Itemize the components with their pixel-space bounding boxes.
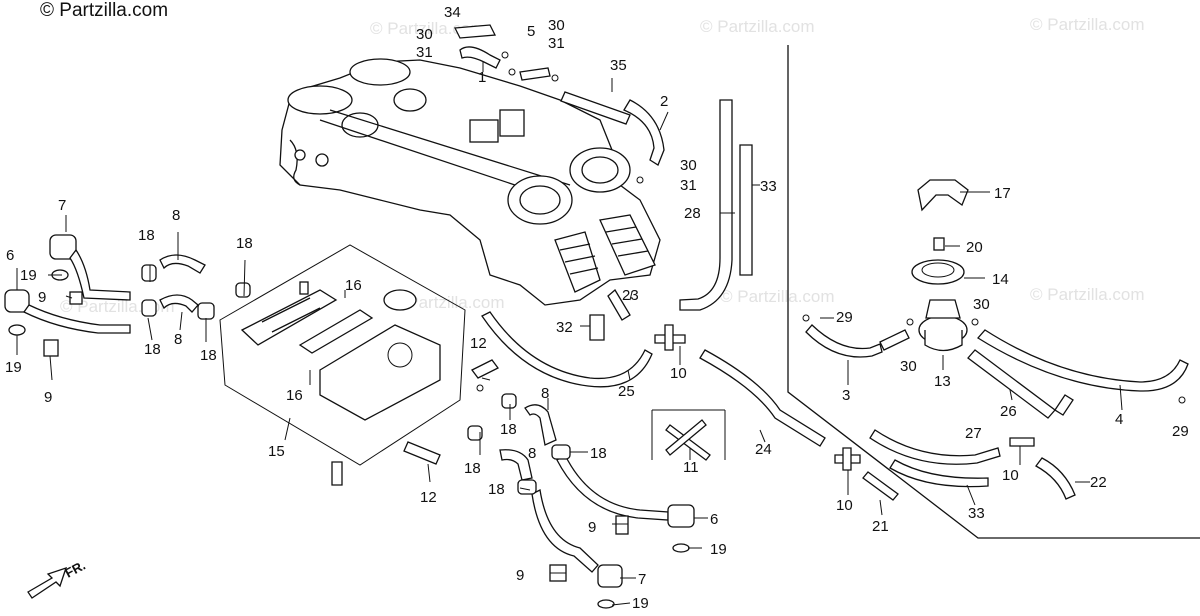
watermark: © Partzilla.com — [390, 293, 505, 312]
callout-16: 16 — [345, 277, 362, 294]
callout-18: 18 — [590, 445, 607, 462]
callout-31: 31 — [680, 177, 697, 194]
callout-18: 18 — [144, 341, 161, 358]
brand-logo: © Partzilla.com — [40, 0, 168, 21]
watermark: © Partzilla.com — [1030, 15, 1145, 34]
callout-11: 11 — [683, 459, 699, 476]
callout-14: 14 — [992, 271, 1009, 288]
watermark: © Partzilla.com — [700, 17, 815, 36]
watermark-layer: © Partzilla.com © Partzilla.com © Partzi… — [60, 15, 1145, 316]
callout-12: 12 — [420, 489, 437, 506]
callout-9: 9 — [38, 289, 46, 306]
callout-8: 8 — [528, 445, 536, 462]
watermark: © Partzilla.com — [1030, 285, 1145, 304]
callout-19: 19 — [20, 267, 37, 284]
callout-2: 2 — [660, 93, 668, 110]
callout-17: 17 — [994, 185, 1011, 202]
small-parts — [235, 282, 695, 609]
callout-9: 9 — [588, 519, 596, 536]
callout-10: 10 — [670, 365, 687, 382]
callout-8: 8 — [541, 385, 549, 402]
callout-3: 3 — [842, 387, 850, 404]
callout-26: 26 — [1000, 403, 1017, 420]
callout-29: 29 — [1172, 423, 1189, 440]
callout-31: 31 — [416, 44, 433, 61]
callout-33: 33 — [760, 178, 777, 195]
front-direction-arrow: FR. — [27, 558, 88, 599]
callout-31: 31 — [548, 35, 565, 52]
callout-18: 18 — [500, 421, 517, 438]
callout-1: 1 — [478, 69, 486, 86]
callout-34: 34 — [444, 4, 461, 21]
callout-8: 8 — [174, 331, 182, 348]
callout-13: 13 — [934, 373, 951, 390]
callout-32: 32 — [556, 319, 573, 336]
callout-30: 30 — [416, 26, 433, 43]
callout-15: 15 — [268, 443, 285, 460]
callout-8: 8 — [172, 207, 180, 224]
callout-18: 18 — [138, 227, 155, 244]
callout-6: 6 — [6, 247, 14, 264]
callout-30: 30 — [680, 157, 697, 174]
callout-19: 19 — [710, 541, 727, 558]
callout-25: 25 — [618, 383, 635, 400]
carburetor-assembly — [279, 58, 661, 306]
hose-group-top — [453, 24, 826, 447]
callout-7: 7 — [58, 197, 66, 214]
callout-10: 10 — [836, 497, 853, 514]
callout-5: 5 — [527, 23, 535, 40]
callout-18: 18 — [200, 347, 217, 364]
callout-29: 29 — [836, 309, 853, 326]
callout-19: 19 — [632, 595, 649, 612]
callout-7: 7 — [638, 571, 646, 588]
direction-label: FR. — [62, 558, 88, 581]
callout-16: 16 — [286, 387, 303, 404]
callout-labels: 34 30 31 5 30 31 1 35 2 30 31 33 28 17 2… — [5, 4, 1189, 612]
callout-20: 20 — [966, 239, 983, 256]
fuel-pump-group — [787, 45, 1200, 539]
left-hose-chain — [4, 234, 215, 357]
callout-10: 10 — [1002, 467, 1019, 484]
callout-21: 21 — [872, 518, 889, 535]
callout-18: 18 — [236, 235, 253, 252]
callout-33: 33 — [968, 505, 985, 522]
callout-30: 30 — [900, 358, 917, 375]
callout-18: 18 — [488, 481, 505, 498]
callout-9: 9 — [516, 567, 524, 584]
callout-12: 12 — [470, 335, 487, 352]
callout-22: 22 — [1090, 474, 1107, 491]
callout-18: 18 — [464, 460, 481, 477]
watermark: © Partzilla.com — [720, 287, 835, 306]
leader-lines — [16, 62, 1123, 606]
watermark: © Partzilla.com — [370, 19, 485, 38]
callout-35: 35 — [610, 57, 627, 74]
callout-4: 4 — [1115, 411, 1123, 428]
joint-set-box — [651, 409, 726, 461]
callout-30: 30 — [973, 296, 990, 313]
callout-30: 30 — [548, 17, 565, 34]
callout-6: 6 — [710, 511, 718, 528]
callout-28: 28 — [684, 205, 701, 222]
callout-23: 23 — [622, 287, 639, 304]
callout-24: 24 — [755, 441, 772, 458]
callout-9: 9 — [44, 389, 52, 406]
callout-27: 27 — [965, 425, 982, 442]
valve-assembly-box — [219, 244, 466, 486]
callout-19: 19 — [5, 359, 22, 376]
